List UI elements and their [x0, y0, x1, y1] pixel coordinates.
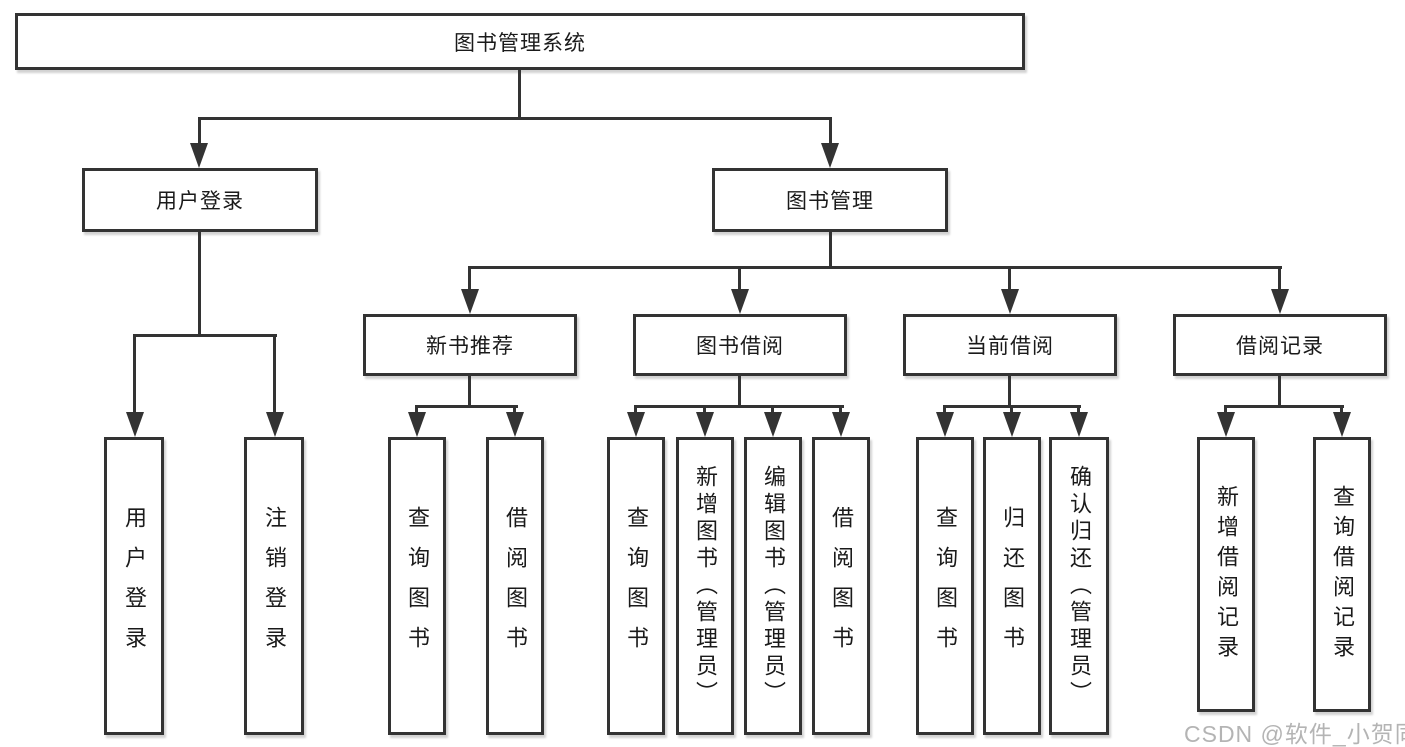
arrow-down-icon [764, 412, 782, 437]
connector-line [198, 117, 832, 120]
connector-line [415, 405, 518, 408]
connector-line [839, 405, 842, 415]
connector-line [703, 405, 706, 415]
arrow-down-icon [1070, 412, 1088, 437]
arrow-down-icon [506, 412, 524, 437]
leaf-borrow-book-2: 借阅图书 [812, 437, 870, 735]
leaf-add-borrow-record-label: 新增借阅记录 [1214, 484, 1239, 665]
leaf-borrow-book-1-label: 借阅图书 [503, 506, 528, 666]
arrow-down-icon [126, 412, 144, 437]
arrow-down-icon [1001, 289, 1019, 314]
connector-line [133, 334, 136, 414]
connector-line [738, 266, 741, 291]
arrow-down-icon [1003, 412, 1021, 437]
leaf-query-book-1-label: 查询图书 [405, 506, 430, 666]
connector-line [1008, 374, 1011, 408]
arrow-down-icon [1333, 412, 1351, 437]
connector-line [415, 405, 418, 415]
connector-line [133, 334, 277, 337]
leaf-query-borrow-record: 查询借阅记录 [1313, 437, 1371, 712]
node-user-login-label: 用户登录 [156, 190, 244, 213]
connector-line [513, 405, 516, 415]
node-user-login: 用户登录 [82, 168, 318, 232]
connector-line [1340, 405, 1343, 415]
node-root-label: 图书管理系统 [454, 31, 586, 55]
leaf-add-book-admin: 新增图书（管理员） [676, 437, 734, 735]
connector-line [829, 117, 832, 146]
leaf-edit-book-admin-label: 编辑图书（管理员） [761, 464, 786, 708]
leaf-borrow-book-2-label: 借阅图书 [829, 506, 854, 666]
arrow-down-icon [832, 412, 850, 437]
node-current-borrow-label: 当前借阅 [966, 335, 1054, 358]
node-new-book-recommend-label: 新书推荐 [426, 335, 514, 358]
connector-line [634, 405, 844, 408]
leaf-user-login: 用户登录 [104, 437, 164, 735]
node-book-management-label: 图书管理 [786, 190, 874, 213]
leaf-edit-book-admin: 编辑图书（管理员） [744, 437, 802, 735]
connector-line [1008, 266, 1011, 291]
arrow-down-icon [1217, 412, 1235, 437]
leaf-query-book-3: 查询图书 [916, 437, 974, 735]
leaf-add-book-admin-label: 新增图书（管理员） [693, 464, 718, 708]
connector-line [518, 68, 521, 120]
csdn-watermark: CSDN @软件_小贺同学 [1184, 721, 1405, 747]
leaf-return-book-label: 归还图书 [1000, 506, 1025, 666]
arrow-down-icon [461, 289, 479, 314]
connector-line [829, 230, 832, 269]
arrow-down-icon [627, 412, 645, 437]
connector-line [468, 374, 471, 408]
node-book-borrow-label: 图书借阅 [696, 335, 784, 358]
leaf-confirm-return-admin-label: 确认归还（管理员） [1067, 464, 1092, 708]
connector-line [771, 405, 774, 415]
leaf-query-book-2-label: 查询图书 [624, 506, 649, 666]
connector-line [1224, 405, 1344, 408]
leaf-query-book-3-label: 查询图书 [933, 506, 958, 666]
arrow-down-icon [696, 412, 714, 437]
arrow-down-icon [408, 412, 426, 437]
leaf-logout: 注销登录 [244, 437, 304, 735]
arrow-down-icon [266, 412, 284, 437]
connector-line [634, 405, 637, 415]
connector-line [1278, 266, 1281, 291]
node-borrow-record-label: 借阅记录 [1236, 335, 1324, 358]
arrow-down-icon [731, 289, 749, 314]
connector-line [738, 374, 741, 408]
node-book-borrow: 图书借阅 [633, 314, 847, 376]
leaf-query-borrow-record-label: 查询借阅记录 [1330, 484, 1355, 665]
node-root-system: 图书管理系统 [15, 13, 1025, 70]
connector-line [468, 266, 471, 291]
leaf-query-book-1: 查询图书 [388, 437, 446, 735]
arrow-down-icon [190, 143, 208, 168]
connector-line [198, 117, 201, 146]
connector-line [198, 230, 201, 337]
arrow-down-icon [1271, 289, 1289, 314]
leaf-return-book: 归还图书 [983, 437, 1041, 735]
node-current-borrow: 当前借阅 [903, 314, 1117, 376]
leaf-confirm-return-admin: 确认归还（管理员） [1049, 437, 1109, 735]
leaf-query-book-2: 查询图书 [607, 437, 665, 735]
leaf-logout-label: 注销登录 [262, 506, 287, 666]
connector-line [1224, 405, 1227, 415]
connector-line [468, 266, 1282, 269]
node-borrow-record: 借阅记录 [1173, 314, 1387, 376]
leaf-user-login-label: 用户登录 [122, 506, 147, 666]
leaf-borrow-book-1: 借阅图书 [486, 437, 544, 735]
node-new-book-recommend: 新书推荐 [363, 314, 577, 376]
connector-line [273, 334, 276, 414]
arrow-down-icon [936, 412, 954, 437]
connector-line [1077, 405, 1080, 415]
leaf-add-borrow-record: 新增借阅记录 [1197, 437, 1255, 712]
connector-line [1278, 374, 1281, 408]
connector-line [943, 405, 946, 415]
connector-line [1010, 405, 1013, 415]
node-book-management: 图书管理 [712, 168, 948, 232]
arrow-down-icon [821, 143, 839, 168]
